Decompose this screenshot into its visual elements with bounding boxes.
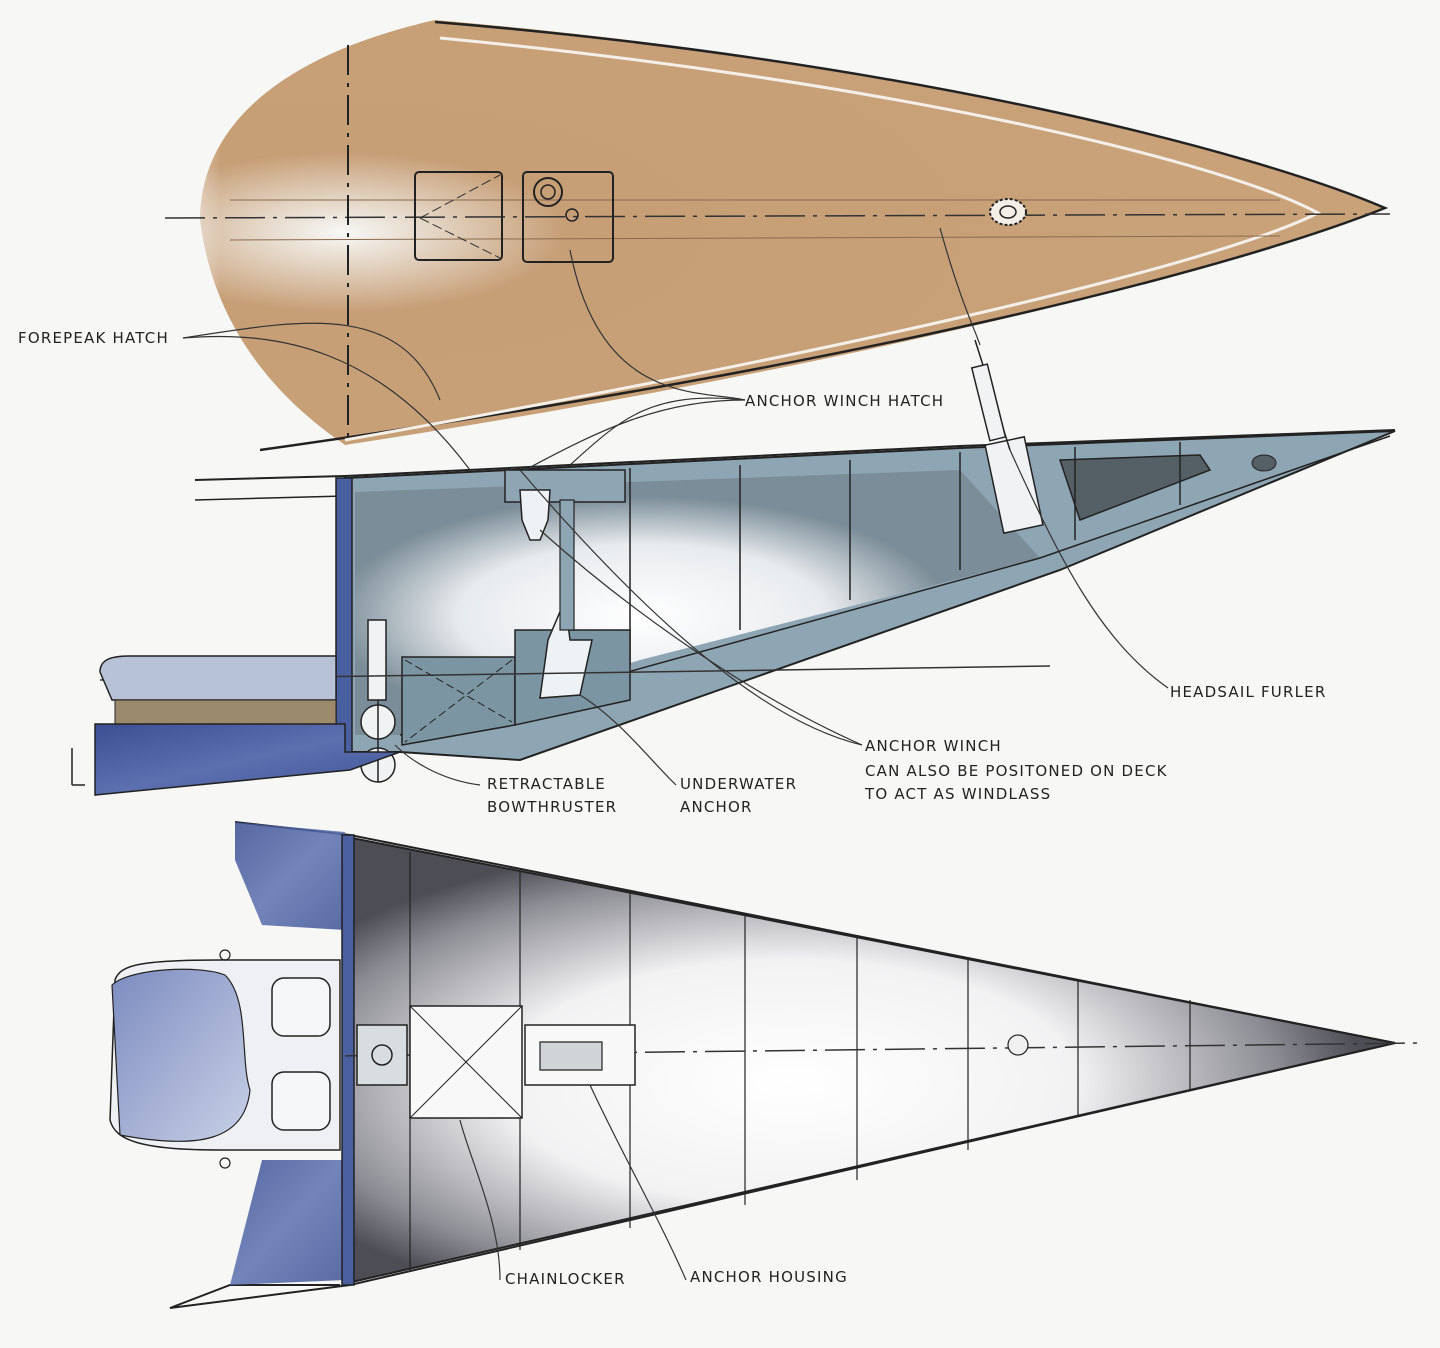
anchor-winch: [519, 489, 551, 541]
label-chainlocker: CHAINLOCKER: [505, 1270, 626, 1288]
label-underwater-line1: UNDERWATER: [680, 775, 798, 793]
deck-datum-line: [229, 235, 1281, 241]
leader-lines: [182, 227, 1169, 1281]
label-headsail-furler: HEADSAIL FURLER: [1170, 683, 1327, 701]
anchor-winch-hatch: [522, 171, 614, 263]
label-anchor-winch-hatch: ANCHOR WINCH HATCH: [745, 392, 945, 410]
bowthruster-plan: [356, 1024, 408, 1086]
deck-outline: [259, 20, 1389, 452]
headsail-furler: [970, 339, 1044, 535]
deck-fade: [160, 20, 500, 450]
hull-blue-exterior: [94, 723, 401, 796]
label-underwater-line2: ANCHOR: [680, 798, 753, 816]
label-retractable-line1: RETRACTABLE: [487, 775, 606, 793]
label-anchor-winch-line2: CAN ALSO BE POSITONED ON DECK: [865, 762, 1168, 780]
bulkhead: [335, 477, 353, 755]
interior-plan-view: [109, 821, 1421, 1309]
label-forepeak-hatch: FOREPEAK HATCH: [18, 329, 169, 347]
label-anchor-housing: ANCHOR HOUSING: [690, 1268, 848, 1286]
label-retractable-line2: BOWTHRUSTER: [487, 798, 618, 816]
label-anchor-winch-line3: TO ACT AS WINDLASS: [865, 785, 1052, 803]
seat-cushion: [99, 655, 337, 701]
furler-drum-plan: [989, 198, 1027, 226]
deck-plan-view: [160, 20, 1391, 452]
label-anchor-winch-line1: ANCHOR WINCH: [865, 737, 1002, 755]
forward-void: [1058, 454, 1212, 521]
furler-base-plan: [1007, 1034, 1029, 1056]
winch-drum: [533, 177, 563, 207]
deck-inner-line: [344, 36, 1322, 442]
bulkhead-plan: [341, 834, 355, 1286]
side-section-view: [71, 339, 1396, 796]
centerline: [164, 213, 1391, 219]
forepeak-hatch: [414, 171, 503, 261]
